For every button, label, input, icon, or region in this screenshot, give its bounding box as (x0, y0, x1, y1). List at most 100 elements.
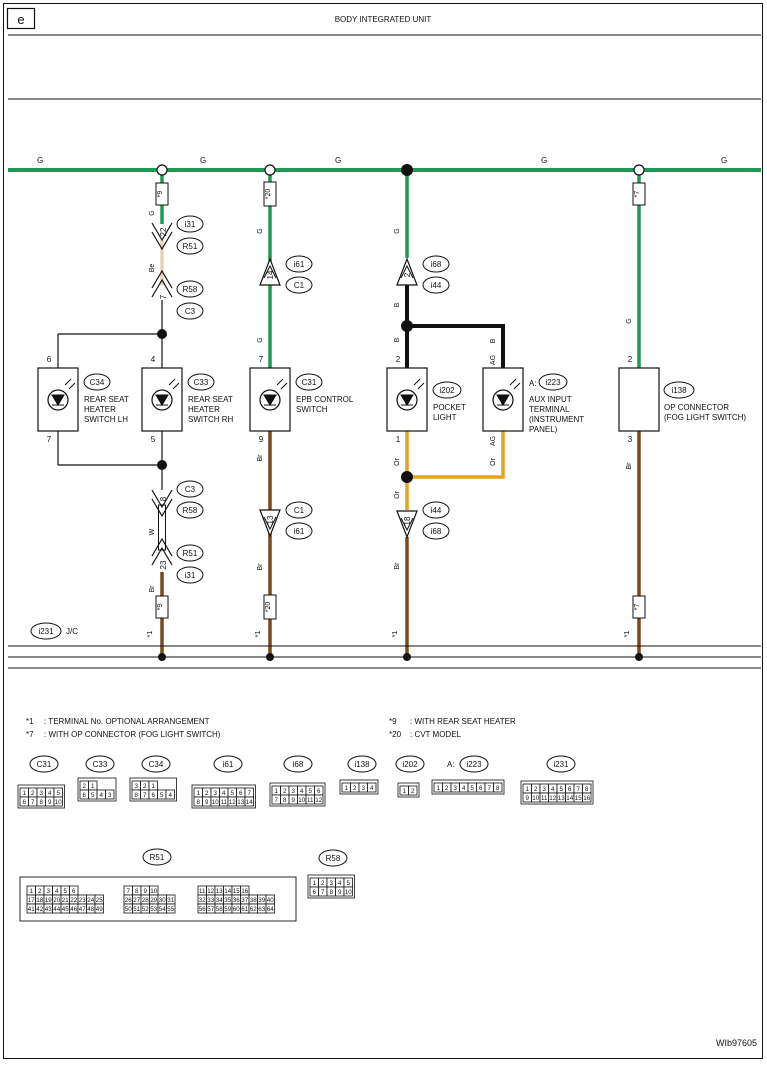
pin-cell-number: 36 (233, 897, 240, 904)
connector-tag-text: i68 (431, 527, 442, 536)
pin-cell-number: 4 (551, 786, 555, 793)
component-label: POCKET (433, 403, 466, 412)
connector-tag-text: C34 (90, 378, 105, 387)
pin-cell-number: 30 (159, 897, 166, 904)
connector-tag (176, 237, 204, 255)
pin-cell-number: 41 (28, 906, 35, 913)
pin-cell-number: 21 (62, 897, 69, 904)
connector-shell (191, 784, 256, 809)
pin-cell-number: 8 (330, 889, 334, 896)
connector-view-tag-text: C31 (37, 760, 52, 769)
wire-color-label: Br (257, 563, 264, 571)
pin-cell-number: 13 (216, 888, 223, 895)
connector-view-tag (347, 755, 377, 773)
jc-label: J/C (66, 627, 78, 636)
pin-number: AG (490, 436, 497, 446)
pin-cell-number: 61 (241, 906, 248, 913)
pin-cell-number: 15 (233, 888, 240, 895)
component-label: EPB CONTROL (296, 395, 354, 404)
pin-cell (367, 782, 377, 793)
pin-cell-number: 16 (241, 888, 248, 895)
pin-cell-number: 8 (135, 888, 139, 895)
component-box (141, 367, 183, 432)
option-badge (155, 595, 169, 619)
connector-view-tag-text: i61 (223, 760, 234, 769)
connector-view-tag-text: i138 (354, 760, 370, 769)
pin-number: 1 (396, 435, 401, 444)
connector-view-tag-text: C34 (149, 760, 164, 769)
pin-cell-number: 2 (445, 785, 449, 792)
pin-cell-number: 9 (526, 795, 530, 802)
connector-arrow (263, 516, 277, 531)
option-mark: *1 (255, 631, 262, 638)
option-mark: *1 (624, 631, 631, 638)
wire-white (158, 504, 166, 551)
bus-labels: G G G G G (37, 156, 727, 165)
wire-color-label: Br (394, 562, 401, 570)
led-icon (168, 378, 180, 390)
pin-cell-number: 2 (534, 786, 538, 793)
pin-cell-number: 50 (125, 906, 132, 913)
pin-cell-number: 20 (53, 897, 60, 904)
pin-cell-number: 3 (40, 790, 44, 797)
connector-arrow (396, 510, 418, 539)
wire-color-label: G (257, 228, 264, 233)
note-mark: *1 (26, 717, 34, 726)
pin-cell-number: 56 (199, 906, 206, 913)
pin-cell-number: 58 (216, 906, 223, 913)
connector-view-tag-text: R58 (326, 854, 341, 863)
pin-cell-number: 49 (96, 906, 103, 913)
connector-tag (30, 622, 62, 640)
connector-tag-text: i31 (185, 571, 196, 580)
pin-cell-number: 2 (38, 888, 42, 895)
pin-cell-number: 14 (566, 795, 573, 802)
note-mark: *9 (389, 717, 397, 726)
connector-shell (397, 782, 420, 798)
pin-cell-number: 7 (143, 792, 147, 799)
connector-shell (431, 779, 505, 795)
pin-cell-number: 1 (197, 790, 201, 797)
led-icon (155, 394, 169, 406)
pin-cell (94, 903, 104, 914)
option-badge-text: *20 (265, 189, 272, 200)
connector-tag (663, 381, 695, 399)
component-label: (FOG LIGHT SWITCH) (664, 413, 746, 422)
connector-tag-text: R51 (183, 242, 198, 251)
pin-cell-number: 5 (91, 792, 95, 799)
connector-arrow (263, 264, 277, 279)
pin-number: 2 (396, 355, 401, 364)
footnotes: *1 : TERMINAL No. OPTIONAL ARRANGEMENT *… (26, 717, 516, 739)
led-icon (64, 378, 76, 390)
wire-color-label: Or (394, 490, 401, 498)
option-badge-text: *9 (157, 604, 164, 611)
pin-cell (244, 796, 254, 807)
pin-cell-number: 47 (79, 906, 86, 913)
pin-number: 18 (403, 516, 412, 525)
led-icon (51, 394, 65, 406)
circuit-pocket-light-aux: *1 G B B Or Or Br B AG AG Or 2 18 i68 i4… (386, 164, 584, 661)
pin-cell-number: 3 (108, 792, 112, 799)
circuit-op-connector: *7 *7 *1 G Br 2 3 i138 OP CONNECTOR (FOG… (618, 164, 746, 661)
pin-cell-number: 8 (197, 799, 201, 806)
option-badge-text: *9 (157, 191, 164, 198)
pin-cell (166, 903, 176, 914)
connector-tag-text: C1 (294, 506, 305, 515)
pin-cell-number: 8 (585, 786, 589, 793)
pin-cell-number: 4 (300, 788, 304, 795)
connector-tag (295, 373, 323, 391)
pin-cell-number: 3 (292, 788, 296, 795)
pin-cell-number: 24 (87, 897, 94, 904)
pin-cell-number: 34 (216, 897, 223, 904)
pin-cell-number: 7 (577, 786, 581, 793)
note-text: : CVT MODEL (410, 730, 462, 739)
wire-color-label: G (626, 318, 633, 323)
connector-tag (432, 381, 462, 399)
component-label: REAR SEAT (84, 395, 129, 404)
splice-point (264, 164, 276, 176)
note-text: : TERMINAL No. OPTIONAL ARRANGEMENT (44, 717, 210, 726)
pin-cell-number: 9 (144, 888, 148, 895)
pin-cell-number: 63 (258, 906, 265, 913)
pin-cell-number: 2 (205, 790, 209, 797)
connector-view-tag (395, 755, 425, 773)
connector-view-tag-text: i68 (293, 760, 304, 769)
